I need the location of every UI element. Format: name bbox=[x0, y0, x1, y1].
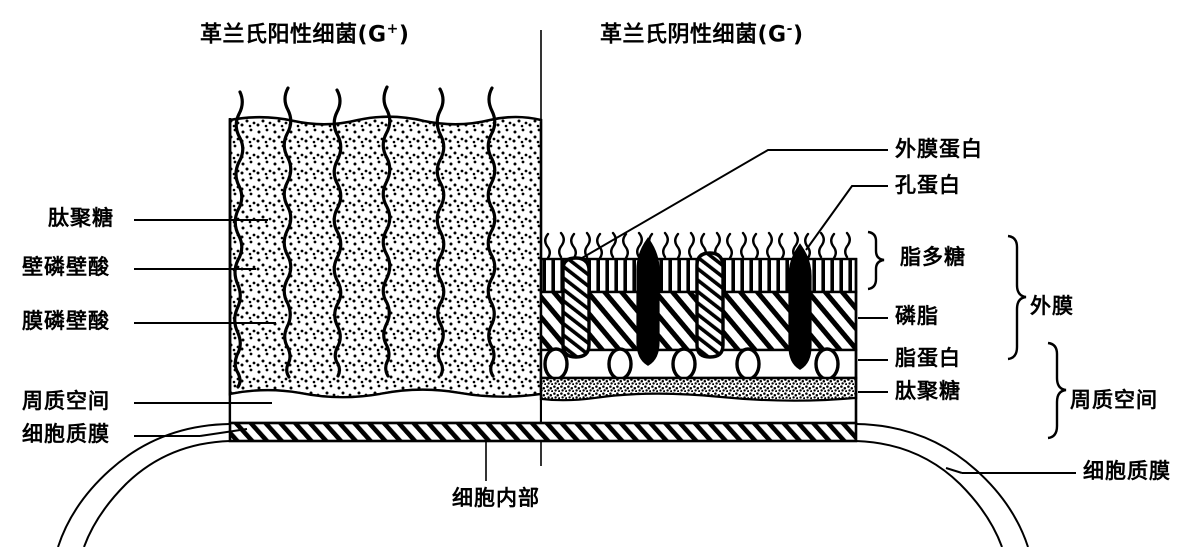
plasma-membrane-band bbox=[228, 421, 858, 443]
label-lipoprotein: 脂蛋白 bbox=[895, 346, 961, 370]
leader-porin bbox=[805, 185, 888, 251]
plasma-membrane bbox=[57, 421, 1029, 547]
label-periplasmic-space-group: 周质空间 bbox=[1070, 388, 1158, 412]
label-membrane-teichoic-acid: 膜磷壁酸 bbox=[22, 309, 110, 333]
brace-periplasmic-space bbox=[1047, 341, 1067, 440]
label-peptidoglycan-left: 肽聚糖 bbox=[48, 206, 114, 230]
protein-leader-lines bbox=[581, 149, 888, 259]
outer-membrane-protein-2 bbox=[695, 251, 725, 359]
outer-membrane-protein-1 bbox=[561, 256, 591, 359]
right-leader-lines bbox=[858, 317, 888, 393]
label-outer-membrane-group: 外膜 bbox=[1030, 294, 1074, 318]
left-leader-lines bbox=[134, 219, 276, 437]
porin-2 bbox=[788, 243, 812, 370]
brace-lipopolysaccharide bbox=[867, 230, 885, 291]
leader-plasma-membrane-tip bbox=[199, 428, 248, 437]
gram-positive-sign: + bbox=[386, 21, 399, 37]
label-lipopolysaccharide: 脂多糖 bbox=[900, 245, 966, 269]
membrane-outer-curve-right bbox=[855, 423, 1029, 547]
label-cell-interior: 细胞内部 bbox=[452, 486, 540, 510]
label-wall-teichoic-acid: 壁磷壁酸 bbox=[22, 255, 110, 279]
label-peptidoglycan-right: 肽聚糖 bbox=[895, 379, 961, 403]
label-phospholipid: 磷脂 bbox=[895, 304, 939, 328]
label-porin: 孔蛋白 bbox=[895, 173, 961, 197]
membrane-inner-curve-left bbox=[83, 440, 231, 547]
title-gram-positive: 革兰氏阳性细菌(G+) bbox=[200, 21, 410, 48]
porin-1 bbox=[636, 237, 660, 366]
outer-membrane-proteins bbox=[561, 251, 725, 359]
label-periplasmic-space-left: 周质空间 bbox=[22, 389, 110, 413]
gram-positive-structure bbox=[228, 85, 543, 425]
label-outer-membrane-protein: 外膜蛋白 bbox=[895, 137, 983, 161]
label-plasma-membrane-right: 细胞质膜 bbox=[1083, 459, 1171, 483]
teichoic-acid-filaments bbox=[233, 85, 497, 389]
porin-proteins bbox=[636, 237, 812, 370]
brace-outer-membrane bbox=[1007, 234, 1027, 361]
gram-negative-sign: - bbox=[786, 21, 793, 37]
membrane-outer-curve-left bbox=[57, 423, 231, 547]
membrane-inner-curve-right bbox=[855, 440, 1003, 547]
gram-negative-structure bbox=[539, 231, 858, 424]
leader-outer-membrane-protein bbox=[581, 149, 888, 259]
leader-plasma-membrane-right bbox=[945, 467, 1076, 474]
gram-negative-periplasmic-space bbox=[540, 392, 857, 424]
title-gram-negative: 革兰氏阴性细菌(G-) bbox=[600, 21, 804, 48]
label-plasma-membrane-left: 细胞质膜 bbox=[22, 422, 110, 446]
gram-positive-periplasmic-space bbox=[228, 388, 543, 425]
